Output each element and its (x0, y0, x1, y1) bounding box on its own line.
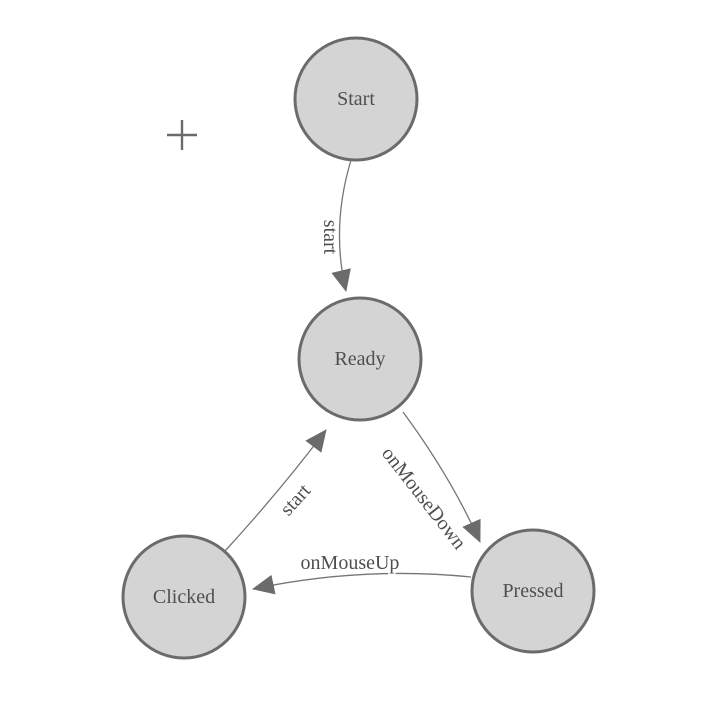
state-circle-pressed[interactable] (470, 528, 596, 654)
state-label-ready: Ready (334, 348, 385, 370)
edge-label-onmouseup: onMouseUp (301, 552, 400, 574)
edge-line-ready-to-pressed[interactable] (402, 411, 481, 543)
plus-crosshair-marker (167, 120, 197, 150)
state-circle-start[interactable] (293, 36, 419, 162)
edge-label-onmousedown: onMouseDown (377, 443, 470, 554)
state-node-ready[interactable]: Ready (297, 296, 423, 422)
edge-line-clicked-to-ready[interactable] (224, 429, 327, 552)
state-circle-clicked[interactable] (121, 534, 247, 660)
edge-line-pressed-to-clicked[interactable] (252, 572, 472, 595)
edge-line-start-to-ready[interactable] (331, 159, 352, 292)
edge-label-start-top: start (319, 220, 341, 255)
state-node-clicked[interactable]: Clicked (121, 534, 247, 660)
edge-clicked-to-ready[interactable]: start (224, 429, 327, 552)
edge-start-to-ready[interactable]: start (318, 159, 352, 292)
state-label-clicked: Clicked (153, 586, 215, 608)
edge-ready-to-pressed[interactable]: onMouseDown (376, 411, 481, 555)
state-node-pressed[interactable]: Pressed (470, 528, 596, 654)
state-node-start[interactable]: Start (293, 36, 419, 162)
state-label-start: Start (337, 88, 375, 110)
state-label-pressed: Pressed (502, 580, 563, 602)
edge-pressed-to-clicked[interactable]: onMouseUp (252, 551, 472, 595)
state-circle-ready[interactable] (297, 296, 423, 422)
